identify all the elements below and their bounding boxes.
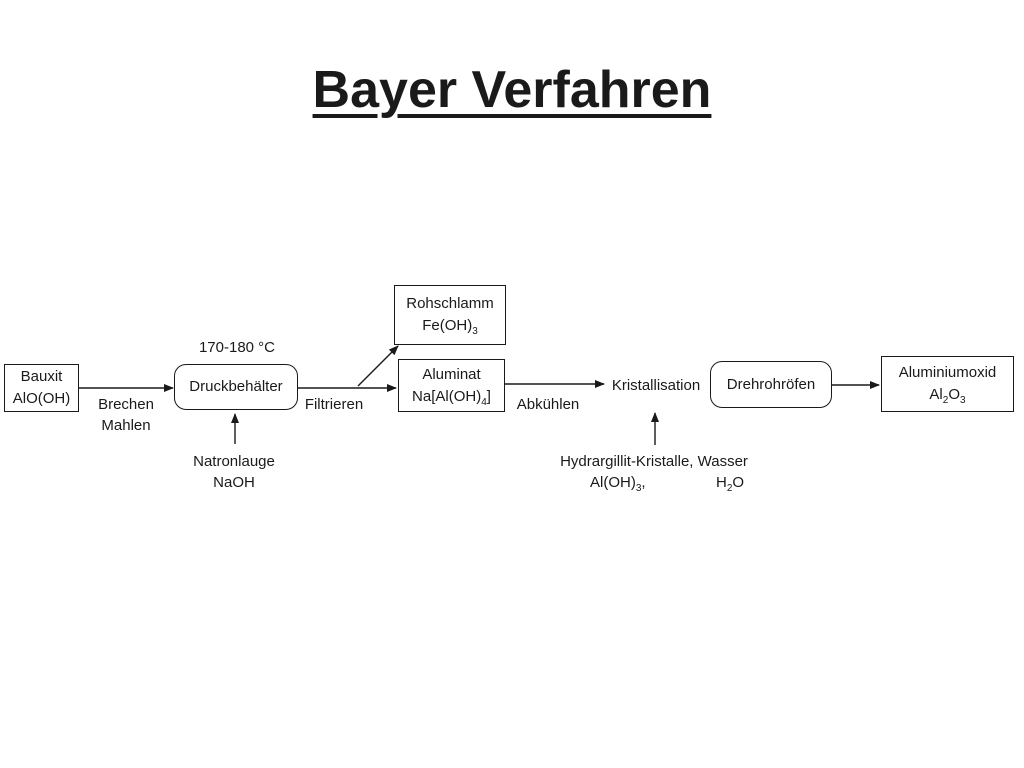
arrow-to-rohschlamm	[357, 345, 399, 387]
bauxit-formula: AlO(OH)	[12, 390, 71, 407]
step-filter-label: Filtrieren	[304, 396, 364, 413]
natronlauge-formula: NaOH	[213, 474, 255, 491]
aluminat-formula-main: Na[Al(OH)	[412, 387, 482, 405]
aluminiumoxid-name: Aluminiumoxid	[898, 364, 997, 382]
seed-line1: Hydrargillit-Kristalle, Wasser	[560, 453, 748, 470]
aluminiumoxid-al: Al	[929, 386, 943, 403]
seed-water-o: O	[732, 474, 745, 491]
aluminat-formula-end: ]	[486, 387, 491, 405]
aluminiumoxid-formula: Al2O3	[929, 384, 965, 406]
bauxit-box: Bauxit AlO(OH)	[4, 364, 79, 412]
aluminiumoxid-o: O	[948, 386, 960, 403]
seed-water: H2O	[716, 472, 745, 494]
aluminat-name: Aluminat	[422, 365, 481, 383]
rohschlamm-formula-sub: 3	[472, 326, 478, 337]
druckbehaelter-box: Druckbehälter	[174, 364, 298, 410]
rohschlamm-box: Rohschlamm Fe(OH)3	[394, 285, 506, 345]
seed-water-sub: 2	[726, 483, 733, 494]
step-crush-line1: Brechen	[98, 396, 154, 413]
aluminiumoxid-o-sub: 3	[960, 395, 966, 406]
rohschlamm-formula-main: Fe(OH)	[422, 317, 473, 334]
rohschlamm-name: Rohschlamm	[406, 295, 494, 313]
rohschlamm-formula: Fe(OH)3	[422, 315, 478, 337]
drehrohrofen-box: Drehrohröfen	[710, 361, 832, 408]
step-crush-label: Brechen Mahlen	[90, 394, 162, 436]
bauxit-name: Bauxit	[20, 368, 63, 386]
seed-water-h: H	[716, 474, 727, 491]
kristallisation-label: Kristallisation	[611, 377, 701, 394]
natronlauge-label: Natronlauge NaOH	[173, 451, 295, 493]
aluminat-box: Aluminat Na[Al(OH)4]	[398, 359, 505, 412]
aluminiumoxid-box: Aluminiumoxid Al2O3	[881, 356, 1014, 412]
natronlauge-name: Natronlauge	[193, 453, 275, 470]
aluminiumoxid-al-sub: 2	[942, 395, 949, 406]
page-title: Bayer Verfahren	[0, 60, 1024, 120]
drehrohrofen-label: Drehrohröfen	[726, 375, 816, 393]
seed-aloh-sep: ,	[641, 474, 646, 491]
step-crush-line2: Mahlen	[101, 417, 151, 434]
temperature-label: 170-180 °C	[198, 339, 276, 356]
aluminat-formula-sub: 4	[481, 396, 487, 408]
seed-line2: Al(OH)3, H2O	[540, 472, 768, 494]
step-cool-label: Abkühlen	[516, 396, 580, 413]
seed-label: Hydrargillit-Kristalle, Wasser Al(OH)3, …	[540, 451, 768, 494]
seed-aloh-main: Al(OH)	[590, 474, 636, 491]
title-text: Bayer Verfahren	[312, 61, 712, 119]
druckbehaelter-label: Druckbehälter	[189, 378, 283, 396]
seed-aloh: Al(OH)3,	[590, 472, 646, 494]
seed-aloh-sub: 3	[635, 483, 642, 494]
aluminat-formula: Na[Al(OH)4]	[412, 386, 491, 408]
